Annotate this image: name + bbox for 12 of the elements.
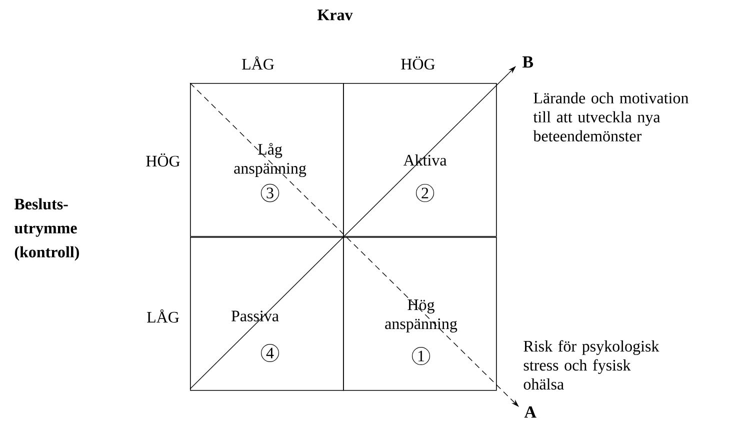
outcome-note: Lärande och motivation till att utveckla nya beteendemönster xyxy=(533,92,688,142)
axis-title: Besluts- utrymme (kontroll) xyxy=(14,198,79,261)
circled-number: 4 xyxy=(261,344,279,362)
arrow-letter: A xyxy=(524,406,536,418)
quadrant-label: Låg anspänning xyxy=(234,142,306,178)
quadrant-label: Hög anspänning xyxy=(385,300,458,332)
arrow-letter: B xyxy=(522,56,534,68)
circled-number: 3 xyxy=(260,184,280,202)
axis-title: Krav xyxy=(318,10,353,20)
circled-number: 2 xyxy=(416,184,434,202)
outcome-note: Risk för psykologisk stress och fysisk ohälsa xyxy=(524,340,660,390)
circled-number: 1 xyxy=(412,346,430,366)
